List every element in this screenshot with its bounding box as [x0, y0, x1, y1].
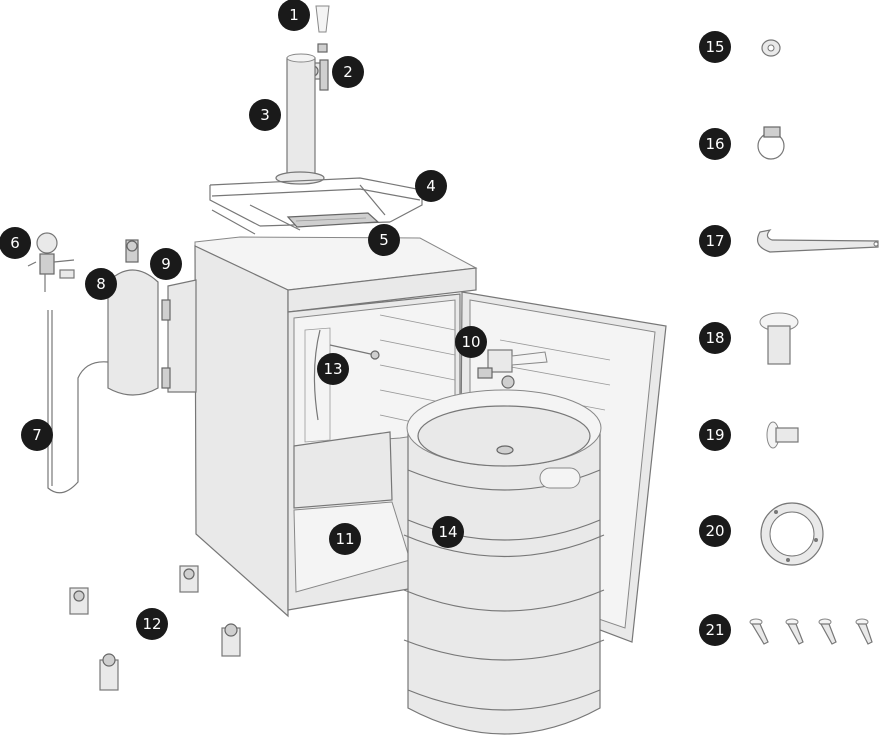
marker-12: 12: [136, 608, 168, 640]
marker-4: 4: [415, 170, 447, 202]
marker-21-label: 21: [705, 621, 724, 639]
marker-9: 9: [150, 248, 182, 280]
marker-7: 7: [21, 419, 53, 451]
marker-13-label: 13: [323, 360, 342, 378]
marker-20: 20: [699, 515, 731, 547]
marker-8-label: 8: [96, 275, 106, 293]
marker-20-label: 20: [705, 522, 724, 540]
marker-17-label: 17: [705, 232, 724, 250]
hose-clamp: [758, 127, 784, 159]
marker-16-label: 16: [705, 135, 724, 153]
plug-cap: [760, 313, 798, 364]
co2-regulator: [28, 233, 74, 292]
washer: [762, 40, 780, 56]
marker-11-label: 11: [335, 530, 354, 548]
marker-11: 11: [329, 523, 361, 555]
marker-2-label: 2: [343, 63, 353, 81]
marker-6: 6: [0, 227, 31, 259]
marker-15-label: 15: [705, 38, 724, 56]
marker-4-label: 4: [426, 177, 436, 195]
marker-14-label: 14: [438, 523, 457, 541]
spanner-wrench: [758, 230, 878, 252]
marker-10-label: 10: [461, 333, 480, 351]
marker-19: 19: [699, 419, 731, 451]
marker-1: 1: [278, 0, 310, 31]
marker-2: 2: [332, 56, 364, 88]
marker-18: 18: [699, 322, 731, 354]
marker-6-label: 6: [10, 234, 20, 252]
marker-21: 21: [699, 614, 731, 646]
marker-5-label: 5: [379, 231, 389, 249]
marker-9-label: 9: [161, 255, 171, 273]
small-plug: [767, 422, 798, 448]
marker-10: 10: [455, 326, 487, 358]
marker-15: 15: [699, 31, 731, 63]
marker-3-label: 3: [260, 106, 270, 124]
marker-16: 16: [699, 128, 731, 160]
cylinder-bracket: [162, 280, 196, 392]
keg: [404, 390, 604, 734]
marker-17: 17: [699, 225, 731, 257]
marker-18-label: 18: [705, 329, 724, 347]
tap-handle: [316, 6, 329, 52]
screws: [750, 619, 872, 644]
marker-7-label: 7: [32, 426, 42, 444]
marker-5: 5: [368, 224, 400, 256]
marker-3: 3: [249, 99, 281, 131]
gas-hose: [48, 310, 108, 493]
marker-13: 13: [317, 353, 349, 385]
flange-gasket: [761, 503, 823, 565]
marker-12-label: 12: [142, 615, 161, 633]
marker-19-label: 19: [705, 426, 724, 444]
marker-1-label: 1: [289, 6, 299, 24]
marker-8: 8: [85, 268, 117, 300]
marker-14: 14: [432, 516, 464, 548]
